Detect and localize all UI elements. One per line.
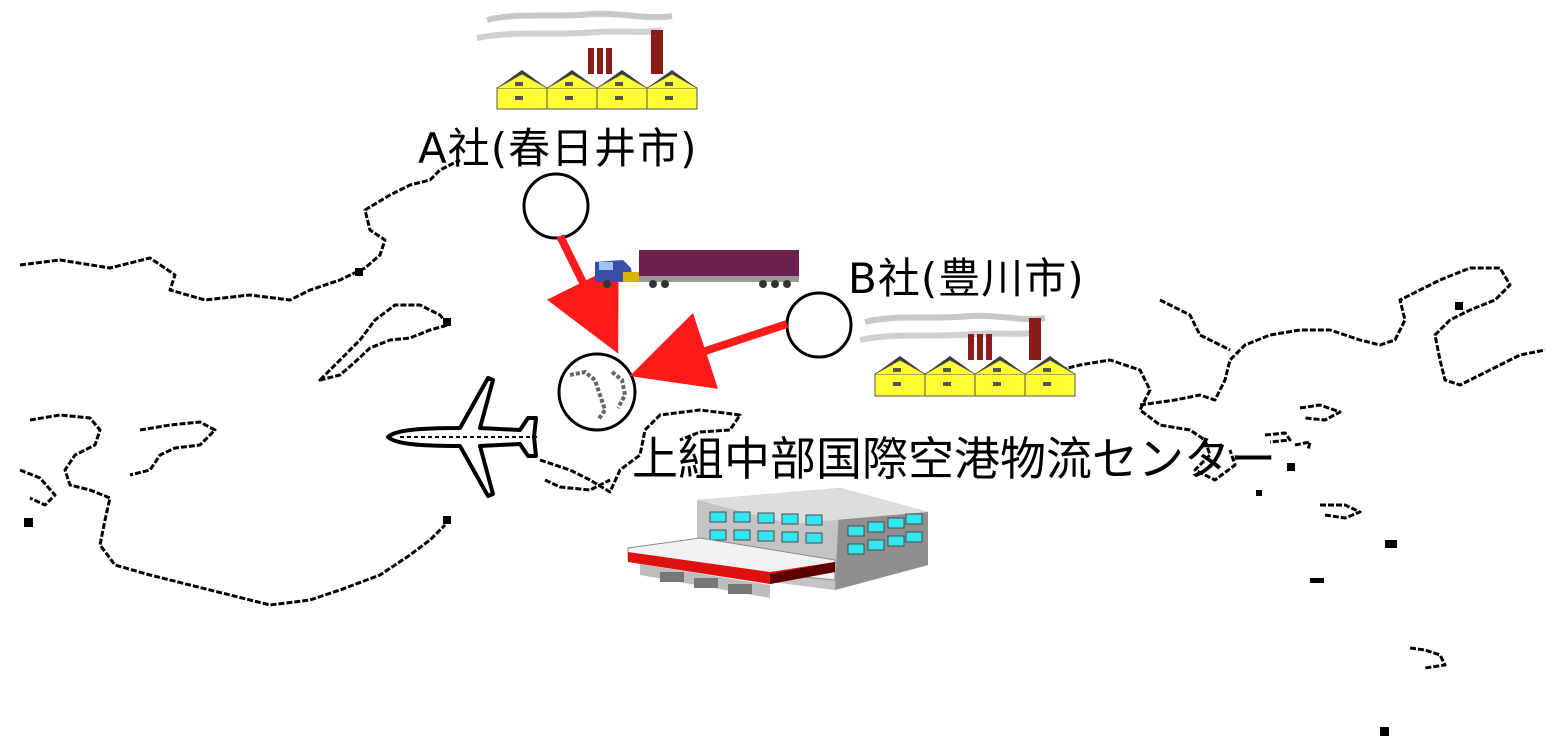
airplane-icon <box>386 376 540 498</box>
flow-arrow-b <box>629 312 789 389</box>
coastline-map <box>19 158 1546 670</box>
factory-icon <box>859 312 1076 397</box>
logistics-center-label: 上組中部国際空港物流センター <box>632 432 1276 486</box>
factory-icon <box>476 10 698 110</box>
flow-arrow-a <box>546 234 619 354</box>
warehouse-icon <box>627 488 928 598</box>
company-a-label: A社(春日井市) <box>418 124 698 173</box>
company-b-node <box>785 291 853 359</box>
company-b-label: B社(豊川市) <box>848 254 1085 303</box>
truck-icon <box>595 250 799 288</box>
globe-icon <box>557 352 637 432</box>
company-a-node <box>522 172 590 240</box>
island-marks <box>24 268 1463 736</box>
